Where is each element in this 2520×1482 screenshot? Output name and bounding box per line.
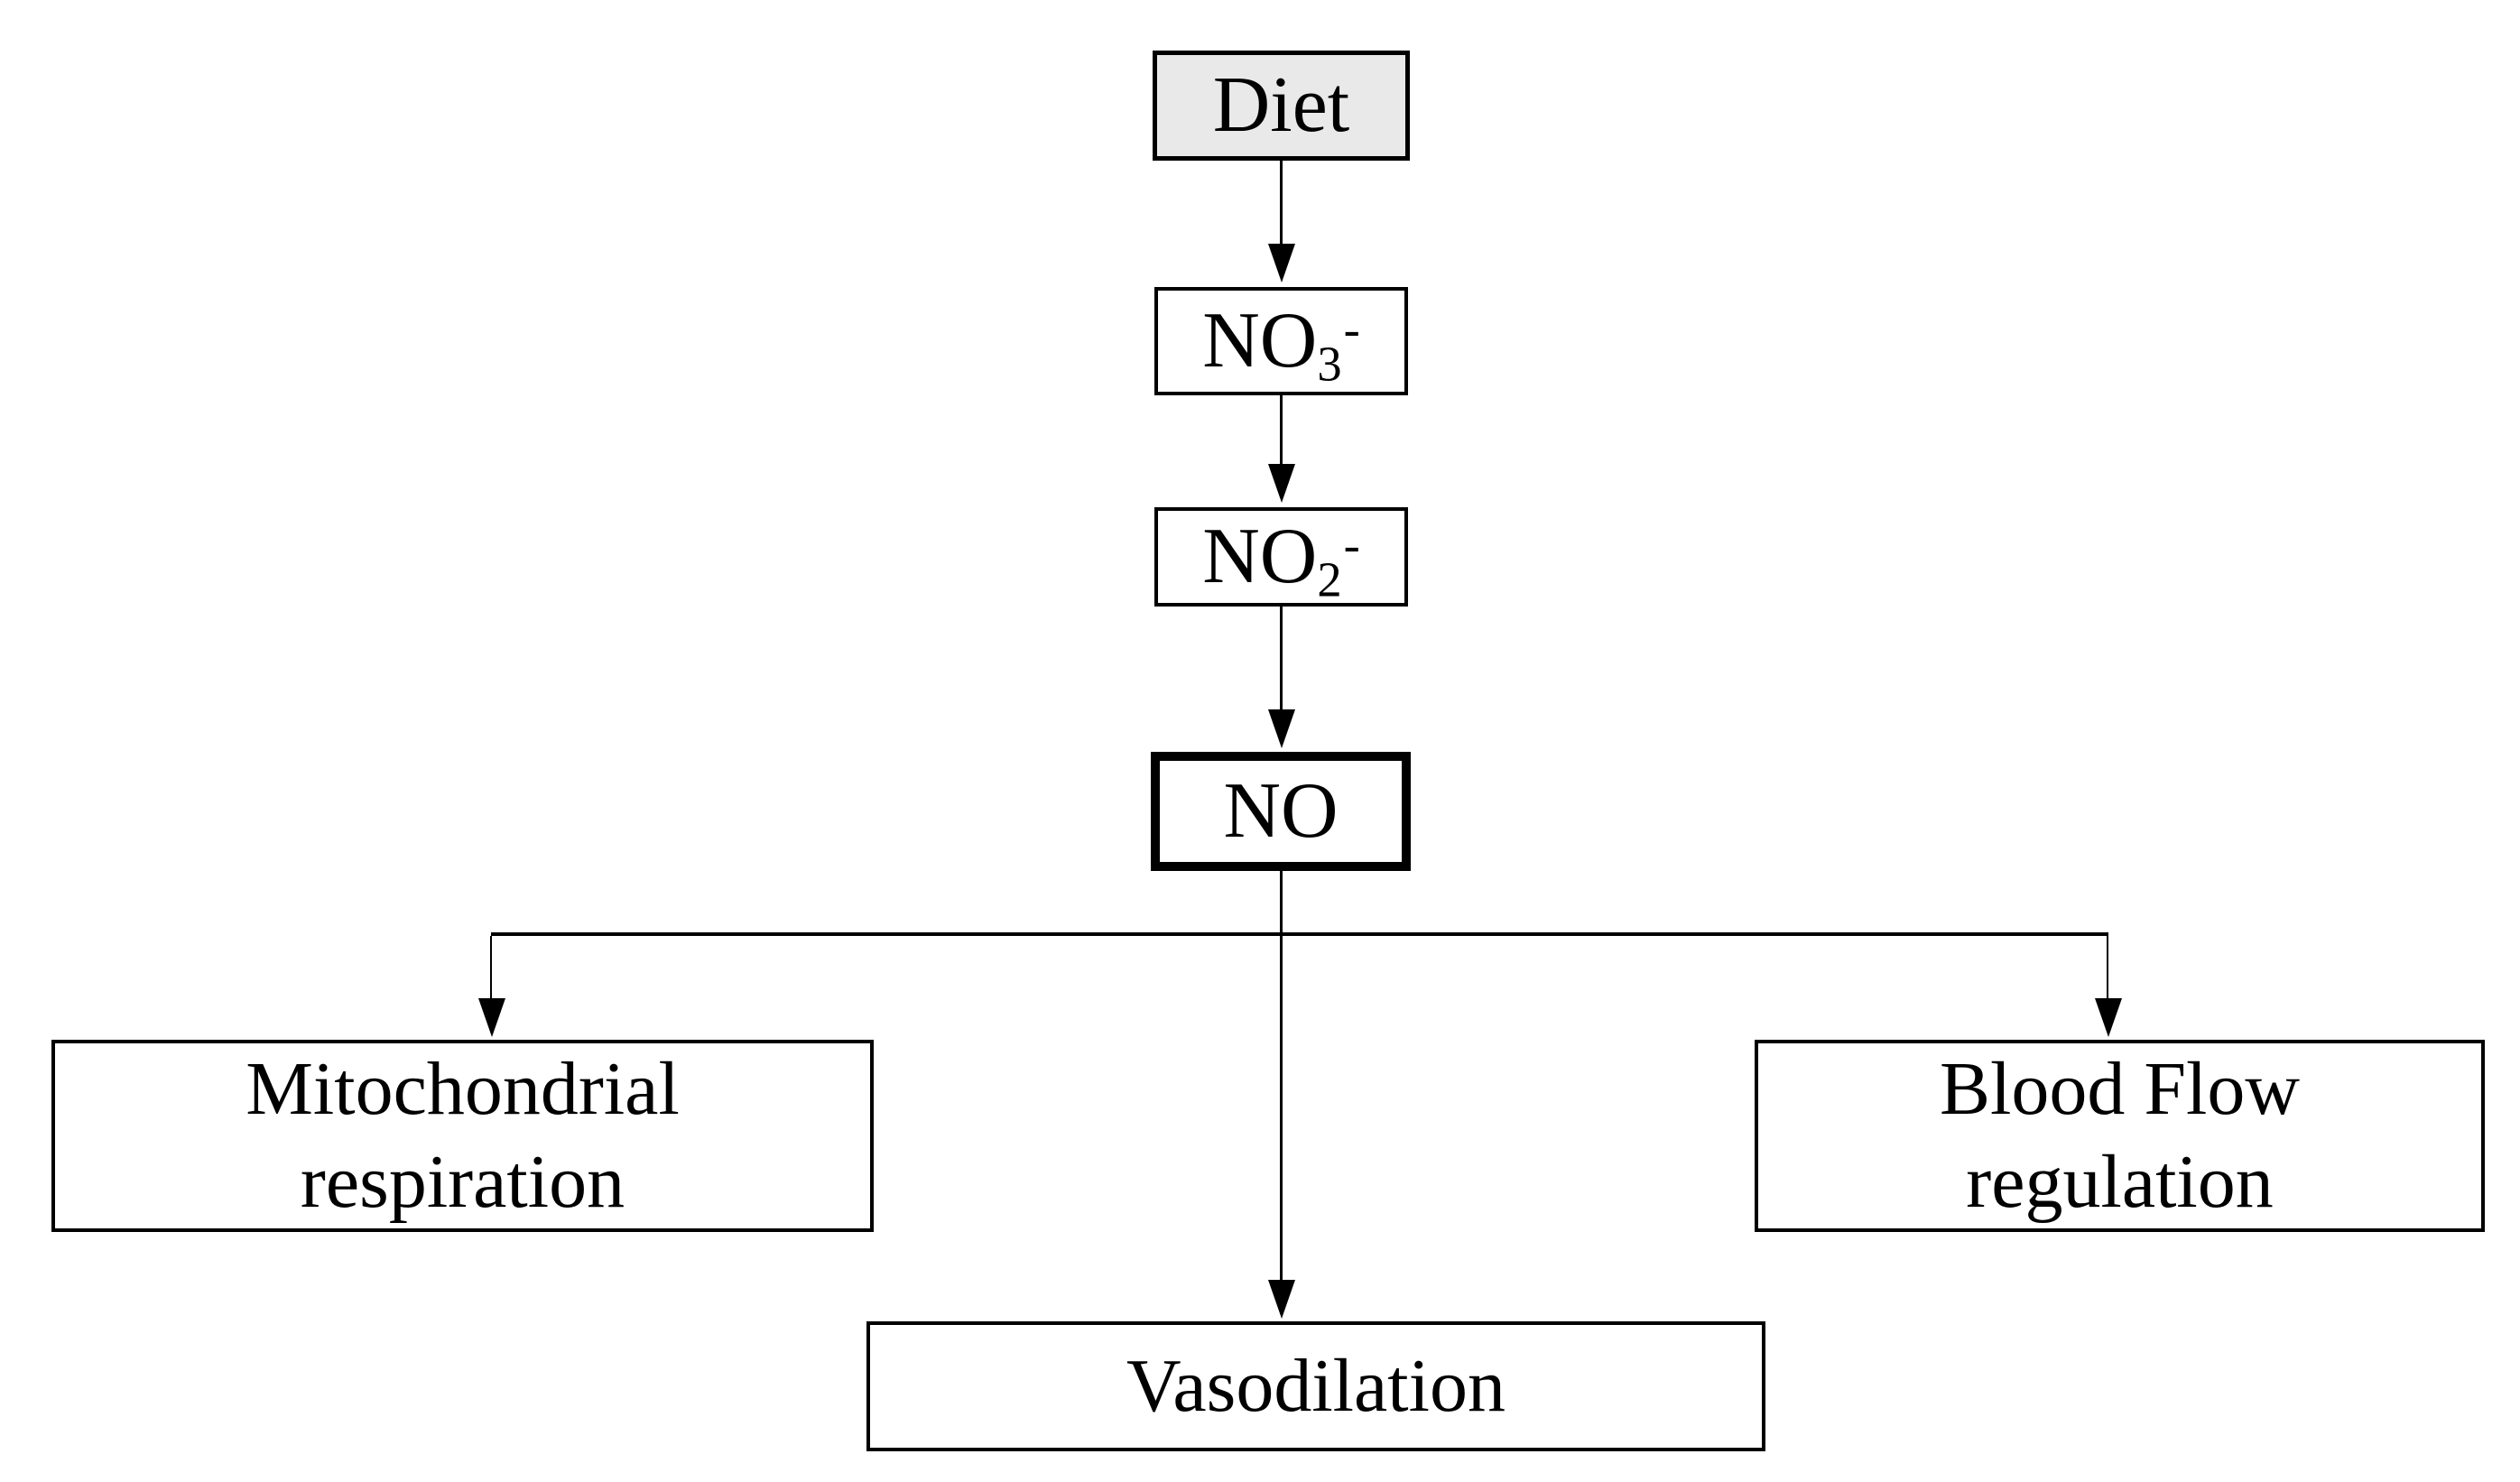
node-nitrate: NO3- bbox=[1154, 287, 1408, 395]
edge-nitric-oxide-vasodilation-line bbox=[1280, 871, 1283, 1284]
edge-branch-mitochondrial-line bbox=[490, 936, 492, 1001]
node-diet-label: Diet bbox=[1212, 61, 1350, 149]
arrowhead-down-icon bbox=[1268, 244, 1295, 283]
edge-nitrate-nitrite-line bbox=[1280, 395, 1283, 471]
node-nitric-oxide-label: NO bbox=[1223, 767, 1339, 855]
node-nitrate-label: NO3- bbox=[1202, 297, 1360, 392]
node-nitric-oxide: NO bbox=[1151, 752, 1411, 871]
arrowhead-down-icon bbox=[1268, 709, 1295, 748]
arrowhead-down-icon bbox=[1268, 1280, 1295, 1319]
node-nitrite-label: NO2- bbox=[1202, 513, 1360, 607]
branch-horizontal-line bbox=[491, 932, 2108, 936]
node-nitrite: NO2- bbox=[1154, 507, 1408, 607]
node-vasodilation-label: Vasodilation bbox=[1126, 1343, 1506, 1428]
edge-nitrite-nitric-oxide-line bbox=[1280, 607, 1283, 715]
node-vasodilation: Vasodilation bbox=[866, 1321, 1765, 1451]
arrowhead-down-icon bbox=[2095, 998, 2122, 1037]
node-diet: Diet bbox=[1153, 51, 1410, 161]
arrowhead-down-icon bbox=[478, 998, 505, 1037]
edge-branch-blood-flow-line bbox=[2107, 936, 2108, 1001]
edge-diet-nitrate-line bbox=[1280, 161, 1283, 253]
arrowhead-down-icon bbox=[1268, 464, 1295, 503]
